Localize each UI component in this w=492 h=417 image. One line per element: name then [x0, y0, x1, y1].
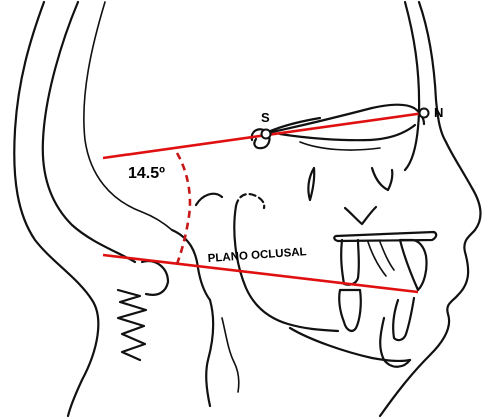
maxilla-outline: [333, 230, 438, 243]
condyle-ramus: [194, 192, 412, 363]
ramus-anterior-dashed: [234, 192, 266, 210]
frontal-bone-line: [403, 0, 421, 172]
occlusal-plane-line: [102, 253, 419, 294]
orbit-floor-curve: [370, 166, 394, 192]
sella-turcica-icon: [250, 116, 322, 150]
upper-incisor-icon: [398, 238, 428, 292]
n-point-marker: [418, 107, 430, 119]
vertebra-upper: [140, 260, 170, 296]
s-point-label: S: [261, 110, 270, 125]
lower-molar-icon: [338, 288, 362, 332]
hyoid-line: [205, 298, 215, 408]
upper-molar-icon: [340, 238, 360, 286]
n-point-label: N: [434, 105, 443, 120]
cranial-base-line: [83, 1, 173, 231]
nasal-floor-curve: [343, 205, 378, 226]
planum-line: [299, 141, 381, 151]
occlusal-plane-label: PLANO OCLUSAL: [207, 246, 307, 265]
angle-value-label: 14.5º: [128, 165, 165, 182]
ramus-line: [233, 204, 340, 333]
symphysis-outline: [379, 316, 412, 368]
midface-structures: [307, 166, 438, 243]
premolar-line: [367, 241, 395, 277]
cranium-inner-line: [41, 0, 137, 264]
sella-region: [250, 103, 426, 151]
dentition: [338, 238, 428, 368]
orbit-roof-line: [278, 123, 417, 142]
angle-arc: [175, 152, 192, 265]
lower-incisor-icon: [392, 296, 416, 342]
condyle-head-line: [194, 192, 224, 207]
vertebra-zigzag: [116, 288, 148, 362]
mandible-lower-border: [288, 326, 412, 363]
s-point-marker: [260, 128, 272, 140]
cranium-outer-line: [13, 0, 100, 417]
pterygoid-fissure-icon: [307, 166, 316, 202]
airway-line: [221, 317, 240, 393]
anterior-clinoid-line: [270, 103, 426, 134]
skull-outline: [13, 0, 482, 417]
facial-profile-line: [378, 0, 482, 417]
